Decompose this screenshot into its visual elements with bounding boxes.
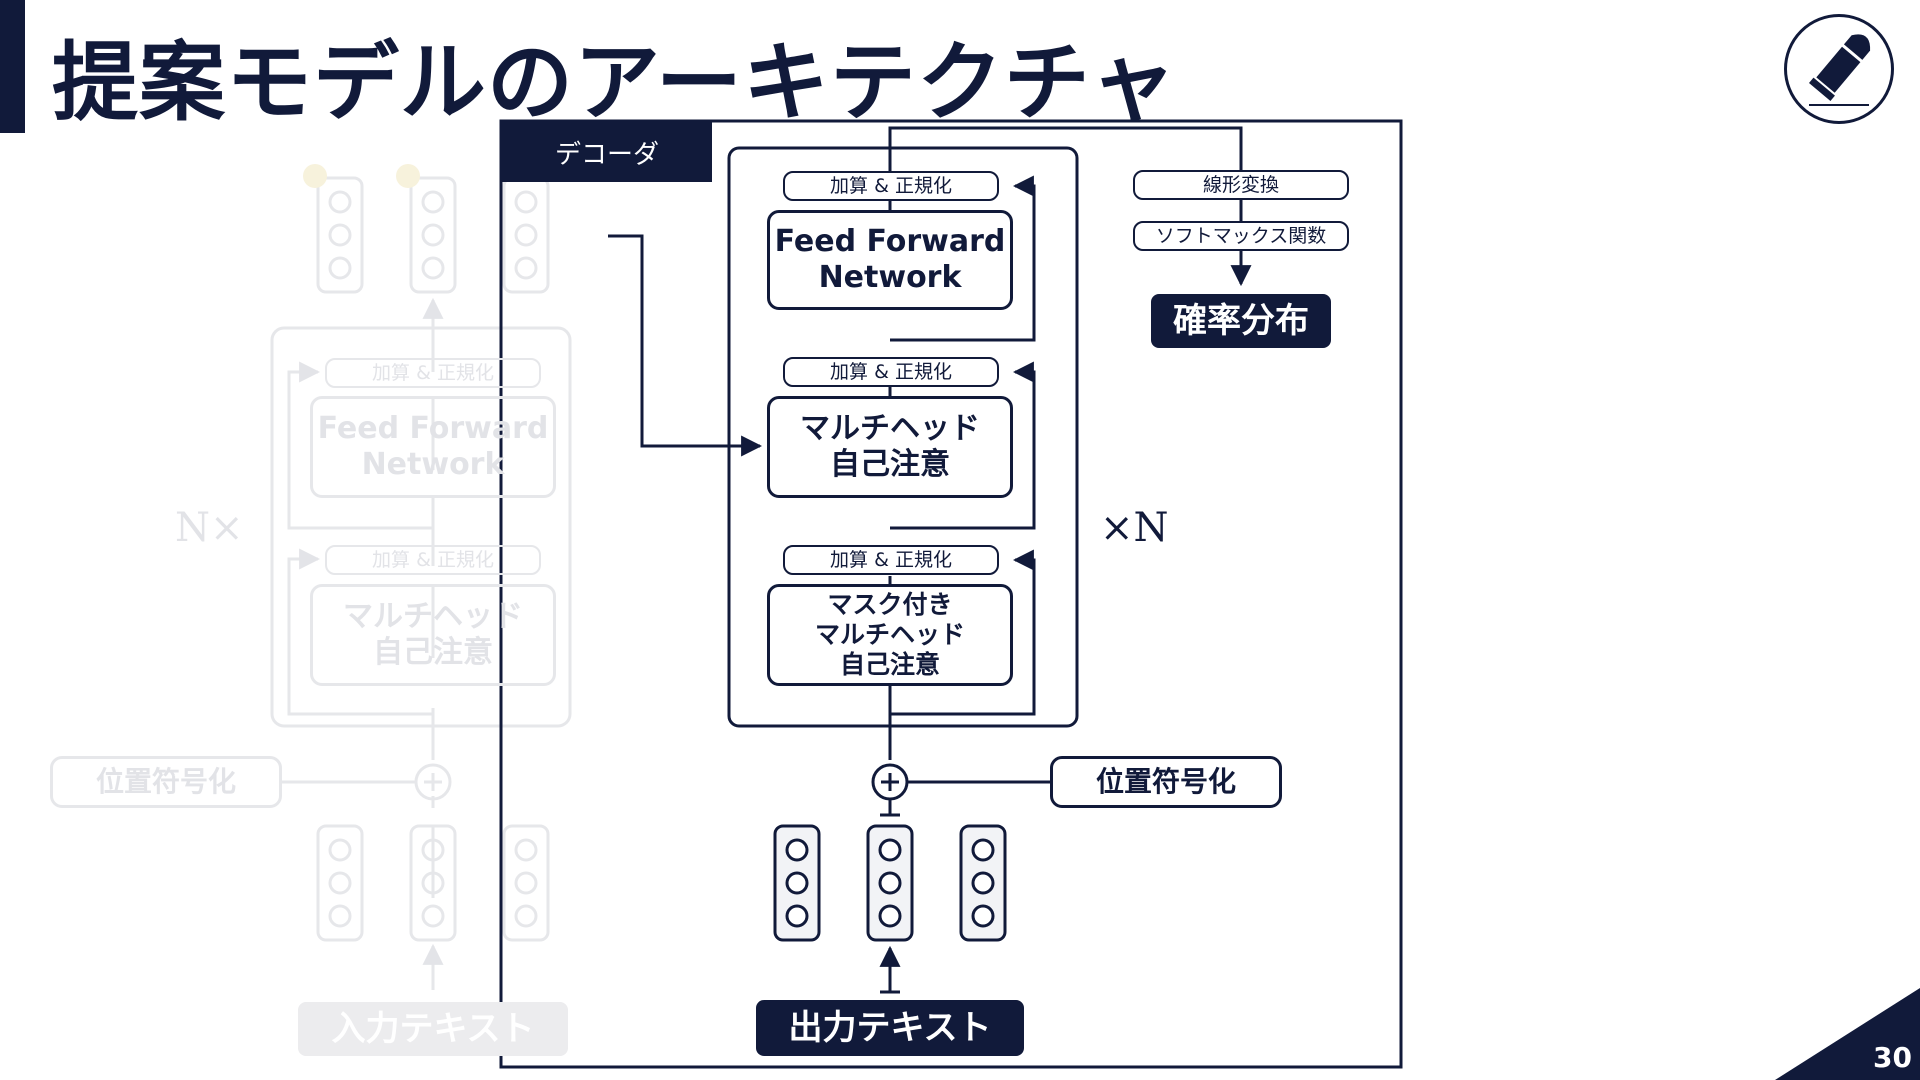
- logo: [1784, 14, 1894, 124]
- title-accent-bar: [0, 0, 25, 133]
- decoder-add-norm-middle: 加算 & 正規化: [783, 357, 999, 387]
- probability-distribution-box: 確率分布: [1151, 294, 1331, 348]
- encoder-repeat-label: N×: [175, 505, 244, 551]
- decoder-add-norm-bottom: 加算 & 正規化: [783, 545, 999, 575]
- encoder-attention-box: マルチヘッド 自己注意: [310, 584, 556, 686]
- softmax-box: ソフトマックス関数: [1133, 221, 1349, 251]
- encoder-add-norm-bottom: 加算 & 正規化: [325, 545, 541, 575]
- decoder-repeat-label: ×N: [1100, 505, 1169, 551]
- decoder-add-norm-top: 加算 & 正規化: [783, 171, 999, 201]
- decoder-output-text: 出力テキスト: [756, 1000, 1024, 1056]
- decoder-masked-attention-box: マスク付き マルチヘッド 自己注意: [767, 584, 1013, 686]
- decoder-feed-forward-box: Feed Forward Network: [767, 210, 1013, 310]
- bullet-icon: [1808, 34, 1871, 106]
- decoder-label: デコーダ: [502, 122, 712, 182]
- decoder-cross-attention-box: マルチヘッド 自己注意: [767, 396, 1013, 498]
- encoder-add-norm-top: 加算 & 正規化: [325, 358, 541, 388]
- encoder-positional-encoding: 位置符号化: [50, 756, 282, 808]
- page-corner-triangle: [1775, 988, 1920, 1080]
- encoder-input-text: 入力テキスト: [298, 1002, 568, 1056]
- page-title: 提案モデルのアーキテクチャ: [52, 33, 1177, 133]
- decoder-positional-encoding: 位置符号化: [1050, 756, 1282, 808]
- page-number: 30: [1873, 1041, 1912, 1074]
- linear-transform-box: 線形変換: [1133, 170, 1349, 200]
- encoder-feed-forward-box: Feed Forward Network: [310, 396, 556, 498]
